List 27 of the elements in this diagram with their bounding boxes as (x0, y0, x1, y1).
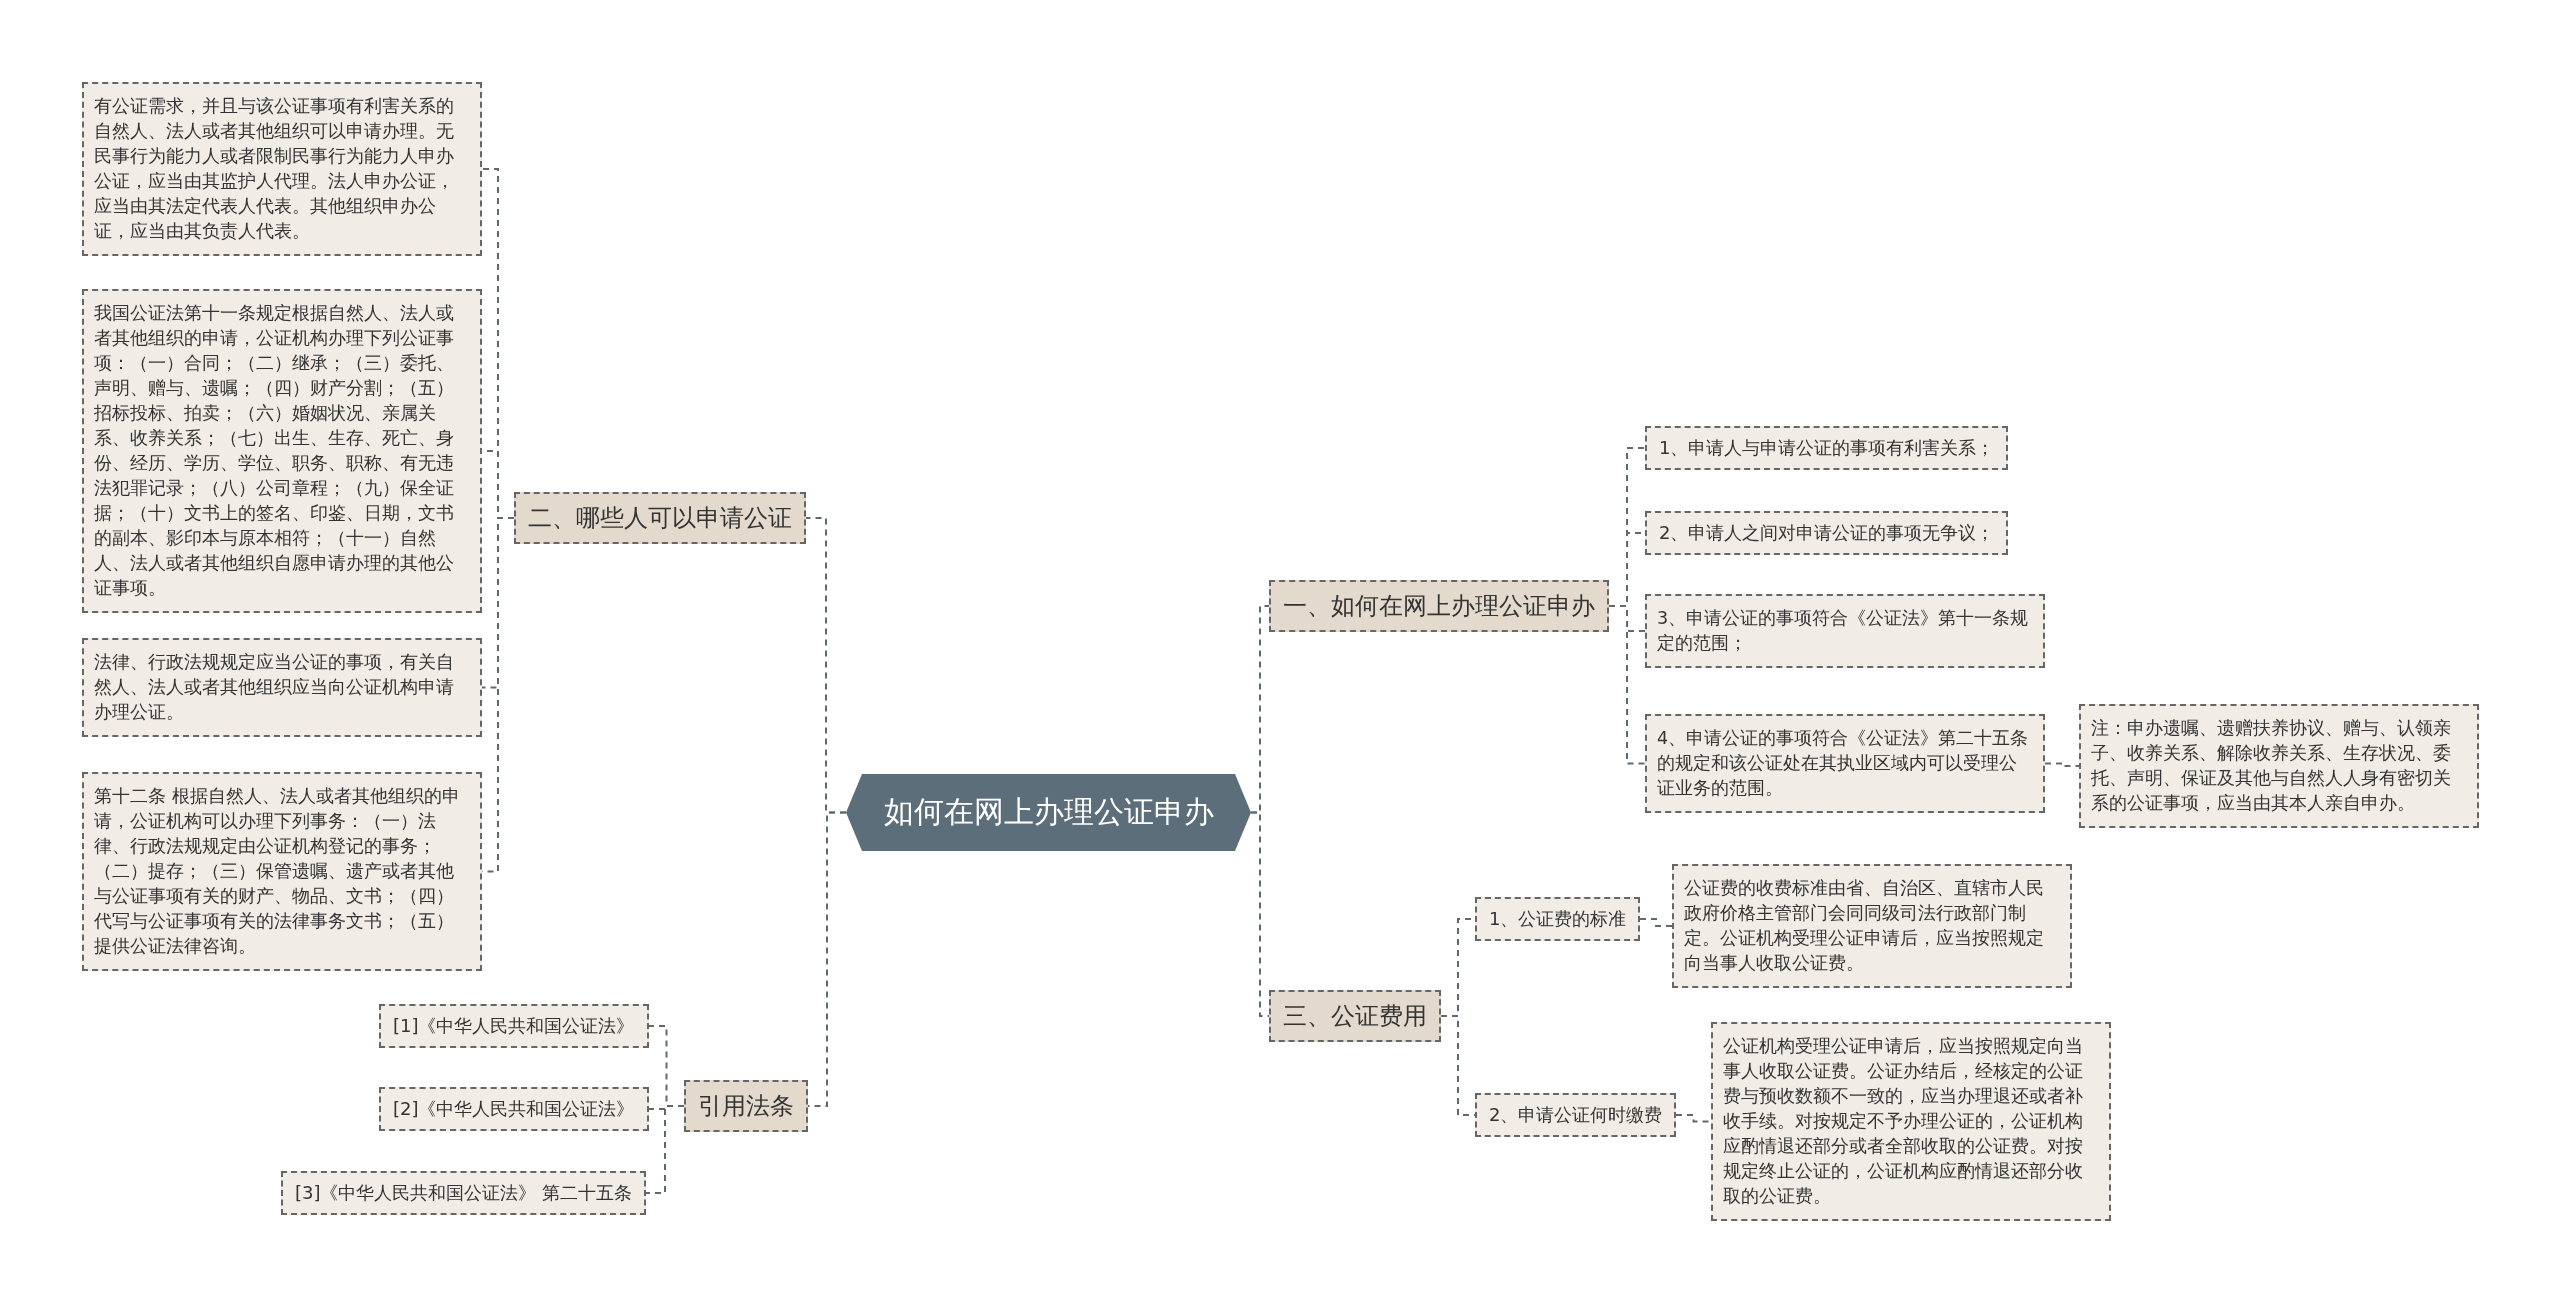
topic-box: 三、公证费用 (1269, 990, 1441, 1042)
connector-line (645, 1105, 685, 1194)
subtopic-box: [2]《中华人民共和国公证法》 (379, 1087, 649, 1131)
subtopic-box: [3]《中华人民共和国公证法》 第二十五条 (281, 1171, 647, 1215)
subtopic-box: 1、申请人与申请公证的事项有利害关系； (1645, 426, 2009, 470)
text-box: 4、申请公证的事项符合《公证法》第二十五条的规定和该公证处在其执业区域内可以受理公证业务的范围。 (1645, 714, 2045, 813)
connector-line (1639, 918, 1673, 927)
text-box: 注：申办遗嘱、遗赠扶养协议、赠与、认领亲子、收养关系、解除收养关系、生存状况、委托、声明、保证及其他与自然人人身有密切关系的公证事项，应当由其本人亲自申办。 (2079, 704, 2479, 828)
text-box: 公证机构受理公证申请后，应当按照规定向当事人收取公证费。公证办结后，经核定的公证费与预收数额不一致的，应当办理退还或者补收手续。对按规定不予办理公证的，公证机构应酌情退还部分或者全部收取的公证费。对按规定终止公证的，公证机构应酌情退还部分收取的公证费。 (1711, 1022, 2111, 1221)
root-topic: 如何在网上办理公证申办 (846, 774, 1251, 851)
text-box: 第十二条 根据自然人、法人或者其他组织的申请，公证机构可以办理下列事务：（一）法律、行政法规规定由公证机构登记的事务；（二）提存；（三）保管遗嘱、遗产或者其他与公证事项有关的财产、物品、文书；（四）代写与公证事项有关的法律事务文书；（五）提供公证法律咨询。 (82, 772, 482, 971)
text-box: 公证费的收费标准由省、自治区、直辖市人民政府价格主管部门会同同级司法行政部门制定。公证机构受理公证申请后，应当按照规定向当事人收取公证费。 (1672, 864, 2072, 988)
subtopic-box: [1]《中华人民共和国公证法》 (379, 1004, 649, 1048)
text-box: 3、申请公证的事项符合《公证法》第十一条规定的范围； (1645, 594, 2045, 668)
topic-box: 引用法条 (684, 1080, 808, 1132)
topic-box: 一、如何在网上办理公证申办 (1269, 580, 1609, 632)
subtopic-box: 1、公证费的标准 (1475, 897, 1641, 941)
subtopic-box: 2、申请公证何时缴费 (1475, 1093, 1677, 1137)
text-box: 法律、行政法规规定应当公证的事项，有关自然人、法人或者其他组织应当向公证机构申请办理公证。 (82, 638, 482, 737)
subtopic-box: 2、申请人之间对申请公证的事项无争议； (1645, 511, 2009, 555)
connector-line (1608, 605, 1646, 765)
text-box: 我国公证法第十一条规定根据自然人、法人或者其他组织的申请，公证机构办理下列公证事项：（一）合同；（二）继承；（三）委托、声明、赠与、遗嘱；（四）财产分割；（五）招标投标、拍卖；（六）婚姻状况、亲属关系、收养关系；（七）出生、生存、死亡、身份、经历、学历、学位、职务、职称、有无违法犯罪记录；（八）公司章程；（九）保全证据；（十）文书上的签名、印鉴、日期，文书的副本、影印本与原本相符；（十一）自然人、法人或者其他组织自愿申请办理的其他公证事项。 (82, 289, 482, 613)
connector-line (1250, 811, 1270, 1017)
text-box: 有公证需求，并且与该公证事项有利害关系的自然人、法人或者其他组织可以申请办理。无民事行为能力人或者限制民事行为能力人申办公证，应当由其监护人代理。法人申办公证，应当由其法定代表人代表。其他组织申办公证，应当由其负责人代表。 (82, 82, 482, 256)
topic-box: 二、哪些人可以申请公证 (514, 492, 806, 544)
connector-line (1675, 1114, 1712, 1123)
connector-line (2044, 762, 2080, 767)
